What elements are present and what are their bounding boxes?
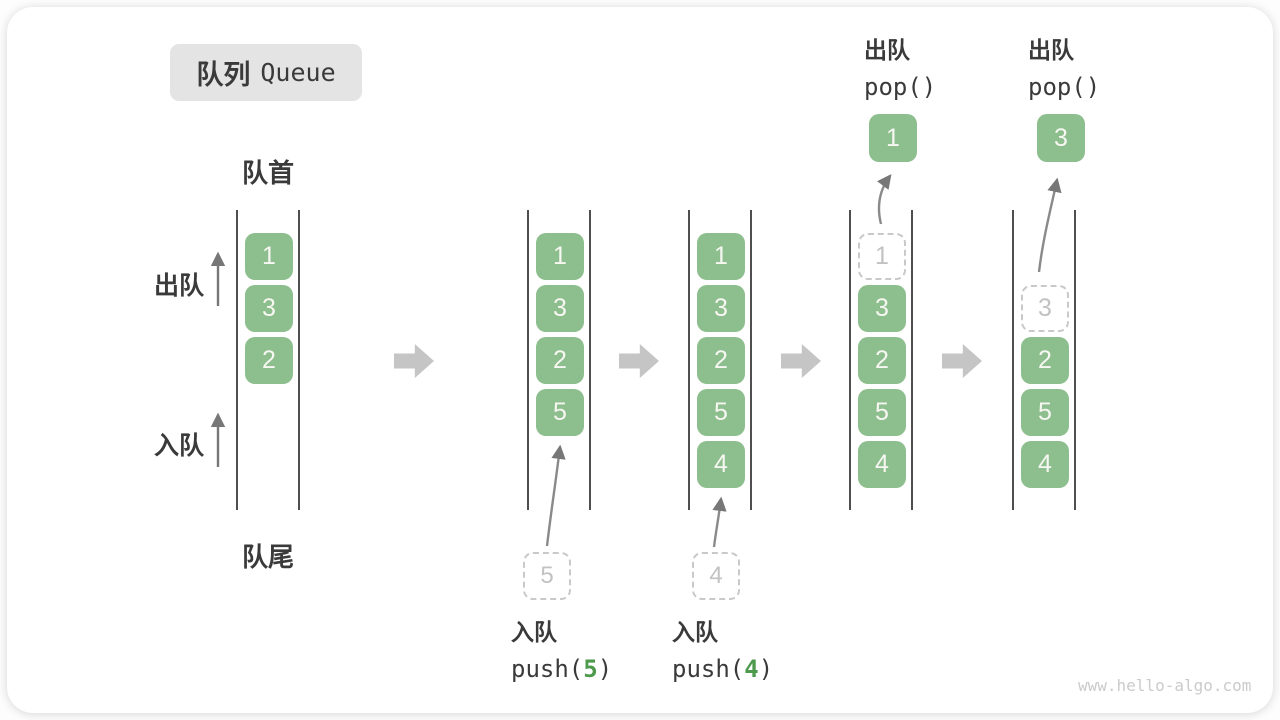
code-arg: 5 [583,655,598,683]
queue-cell: 4 [1021,441,1069,488]
code-text: ) [758,655,774,683]
queue-state-5: 3 2 5 4 [1012,210,1076,510]
watermark: www.hello-algo.com [1078,676,1252,695]
queue-cell: 5 [536,389,584,436]
queue-cell: 2 [697,337,745,384]
popped-element-3: 3 [1037,114,1085,162]
push5-code-label: push(5) [511,655,612,683]
dequeue-side-label: 出队 [153,272,204,300]
queue-cell: 1 [697,233,745,280]
queue-state-2: 1 3 2 5 [527,210,591,510]
queue-cell: 5 [1021,389,1069,436]
queue-cell: 3 [858,285,906,332]
pending-element-4: 4 [692,552,740,600]
queue-front-label: 队首 [241,158,294,188]
queue-cell: 2 [536,337,584,384]
queue-cell: 5 [697,389,745,436]
queue-cell: 2 [1021,337,1069,384]
code-text: push( [672,655,745,683]
queue-cell: 2 [245,337,293,384]
queue-state-3: 1 3 2 5 4 [688,210,752,510]
queue-cell: 3 [536,285,584,332]
push4-action-label: 入队 [672,619,718,645]
popped-element-1: 1 [869,114,917,162]
pop1-annotation: 出队 pop() [864,31,936,101]
push4-code-label: push(4) [672,655,773,683]
pending-element-5: 5 [523,552,571,600]
title-box: 队列 Queue [170,44,362,101]
push4-annotation: 入队 push(4) [672,613,773,683]
pop2-code-label: pop() [1028,73,1101,101]
pop1-action-label: 出队 [864,37,910,63]
queue-cell: 1 [536,233,584,280]
queue-state-1: 1 3 2 [236,210,300,510]
queue-cell-ghost: 3 [1021,285,1069,332]
push5-annotation: 入队 push(5) [511,613,612,683]
code-text: push( [511,655,584,683]
queue-cell: 1 [245,233,293,280]
code-arg: 4 [744,655,759,683]
queue-cell: 5 [858,389,906,436]
queue-cell: 2 [858,337,906,384]
code-text: ) [597,655,613,683]
push5-action-label: 入队 [511,619,557,645]
title-zh: 队列 [196,60,251,90]
queue-cell: 3 [245,285,293,332]
queue-cell-ghost: 1 [858,233,906,280]
queue-cell: 4 [858,441,906,488]
queue-cell: 3 [697,285,745,332]
pop2-action-label: 出队 [1028,37,1074,63]
pop1-code-label: pop() [864,73,937,101]
queue-cell: 4 [697,441,745,488]
pop2-annotation: 出队 pop() [1028,31,1100,101]
queue-state-4: 1 3 2 5 4 [849,210,913,510]
title-en: Queue [260,58,336,87]
enqueue-side-label: 入队 [153,432,204,460]
queue-rear-label: 队尾 [241,542,294,572]
